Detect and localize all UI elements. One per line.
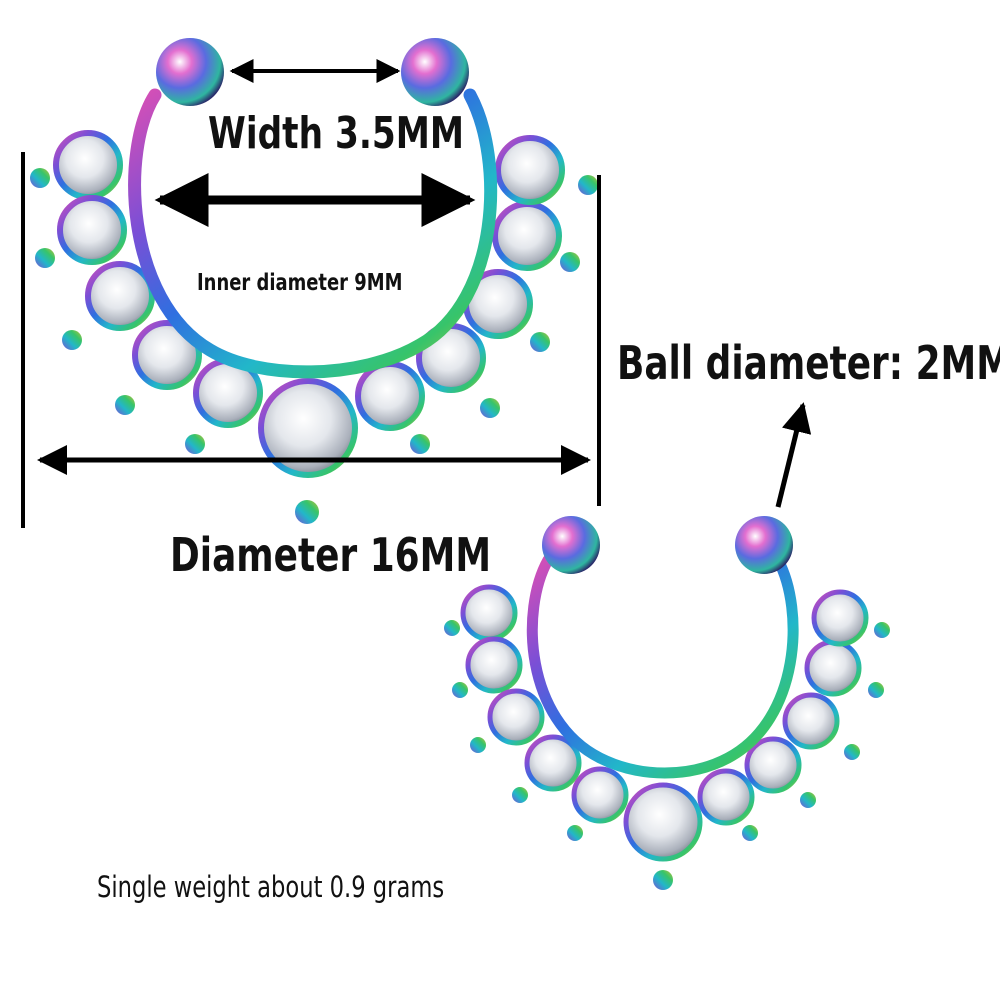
diameter-label: Diameter 16MM: [170, 528, 492, 582]
ball-diameter-label: Ball diameter: 2MM: [617, 336, 1000, 390]
weight-label: Single weight about 0.9 grams: [97, 870, 445, 904]
small-ring-prongs: [444, 620, 890, 890]
large-ring-right-ball: [401, 38, 469, 106]
small-ring-left-ball: [542, 516, 600, 574]
small-ring-band: [526, 554, 799, 779]
small-ring-crystals: [460, 584, 869, 862]
ball-diameter-arrow: [775, 402, 812, 508]
inner-diameter-label: Inner diameter 9MM: [197, 270, 403, 296]
measurement-lines: [21, 59, 812, 528]
small-ring-right-ball: [735, 516, 793, 574]
large-ring-left-ball: [156, 38, 224, 106]
large-ring-band: [128, 88, 498, 379]
width-label: Width 3.5MM: [208, 108, 465, 159]
small-septum-ring: [444, 516, 890, 890]
large-septum-ring: [30, 38, 598, 524]
